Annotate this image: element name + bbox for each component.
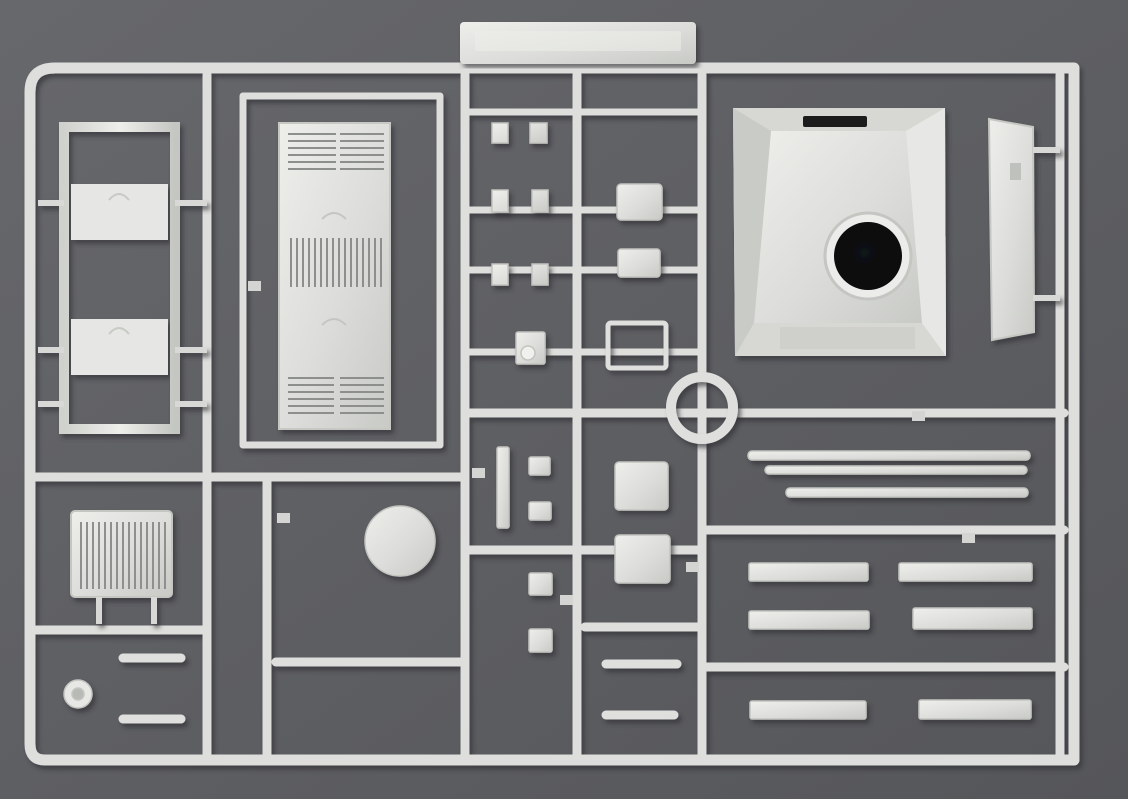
top-label-tab: [460, 22, 696, 64]
small-center-parts: [364, 122, 738, 653]
long-rods-and-track-parts: [63, 450, 1033, 724]
decorative-small-number-tags: [248, 281, 975, 605]
turret-box-part: [733, 108, 946, 356]
small-grille-part: [70, 510, 173, 624]
grille-deck-part: [278, 122, 391, 430]
left-large-part: [38, 122, 207, 434]
sprue-frame: [24, 62, 1080, 766]
right-side-plate-part: [987, 117, 1060, 342]
